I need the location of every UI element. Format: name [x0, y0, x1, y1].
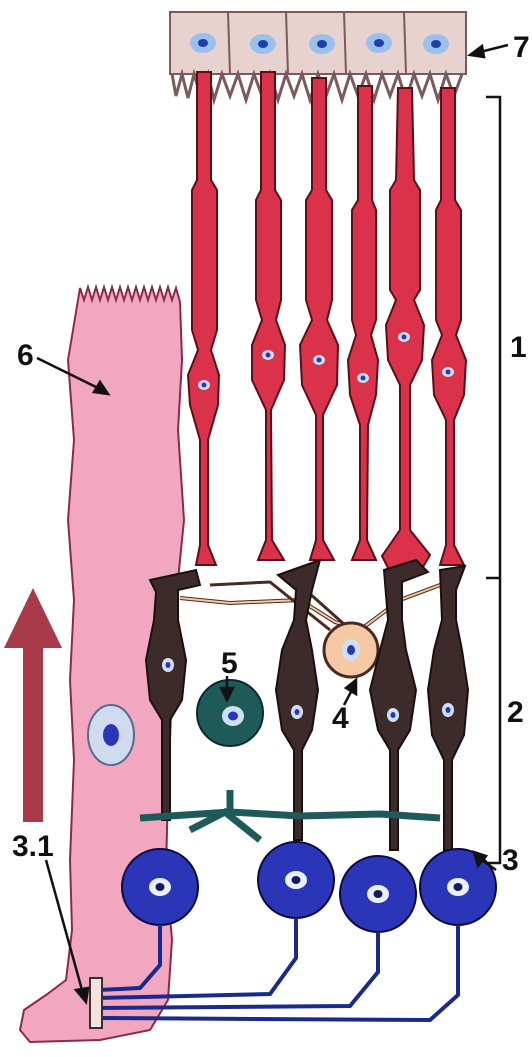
bipolar-layer: [146, 560, 468, 850]
ganglion-cell: [122, 849, 198, 925]
label-5: 5: [221, 647, 238, 680]
photoreceptor-cell: [252, 72, 285, 560]
label-4: 4: [332, 702, 349, 735]
ganglion-layer: [122, 842, 496, 932]
photoreceptor-layer: [188, 72, 466, 572]
label-2: 2: [507, 696, 524, 729]
ganglion-cell: [340, 856, 416, 932]
layer-bracket: [486, 97, 500, 863]
photoreceptor-cell: [432, 88, 466, 565]
photoreceptor-cell: [348, 86, 378, 560]
label-3-1: 3.1: [12, 830, 54, 863]
label-1: 1: [510, 331, 527, 364]
light-direction-arrow: [4, 588, 62, 822]
label-3: 3: [502, 844, 519, 877]
optic-nerve-fiber-end: [90, 978, 102, 1028]
photoreceptor-cell: [188, 72, 219, 565]
muller-nucleolus: [103, 724, 119, 746]
photoreceptor-cell: [300, 78, 338, 560]
ganglion-cell: [258, 842, 334, 918]
bipolar-cell: [370, 560, 428, 850]
label-6: 6: [17, 339, 34, 372]
bipolar-cell: [428, 566, 468, 850]
label-7: 7: [513, 31, 530, 64]
photoreceptor-cell: [382, 88, 430, 572]
